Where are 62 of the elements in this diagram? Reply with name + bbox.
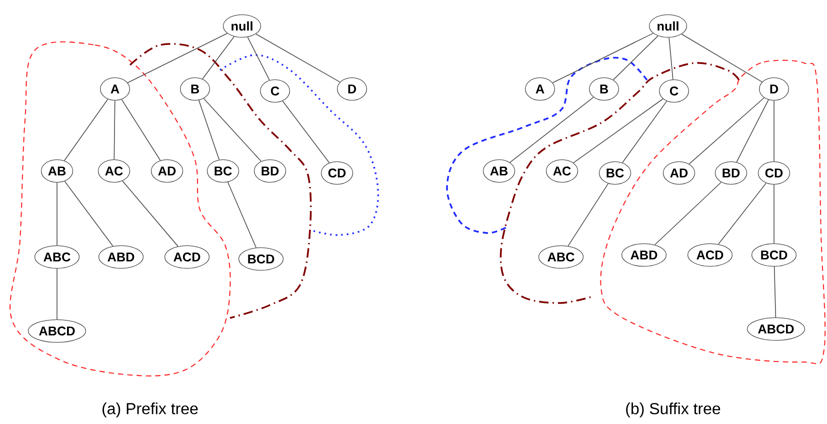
tree-node: AD [150, 159, 184, 183]
tree-edge [203, 98, 262, 162]
tree-node: AB [482, 159, 516, 183]
tree-node: AD [662, 161, 696, 185]
tree-node: AC [546, 159, 578, 183]
tree-node: A [100, 77, 130, 101]
tree-node: BCD [238, 247, 284, 271]
tree-node: D [337, 77, 367, 101]
tree-node: B [180, 77, 210, 101]
tree-node: CD [758, 161, 790, 185]
tree-node: C [659, 79, 689, 103]
tree-edge [681, 34, 762, 82]
tree-edge [510, 96, 594, 163]
subfigure-caption: (a) Prefix tree [102, 402, 198, 418]
tree-node: BC [598, 161, 632, 185]
tree-node: ACD [164, 245, 210, 269]
tree-node: C [260, 79, 290, 103]
tree-edge [122, 180, 178, 247]
tree-edge [573, 98, 664, 164]
tree-node: ABD [98, 245, 144, 269]
tree-edge [247, 36, 270, 81]
tree-node: ABC [34, 245, 80, 269]
tree-node: B [589, 77, 619, 101]
tree-edge [121, 99, 161, 161]
tree-edge [612, 36, 658, 80]
tree-edge [736, 99, 769, 162]
tree-node: ABD [621, 243, 667, 267]
tree-edge [127, 32, 228, 84]
tree-edge [282, 100, 330, 164]
tree-edge [198, 100, 220, 160]
tree-edge [227, 182, 256, 248]
tree-node: ABCD [746, 317, 806, 341]
tree-edge [64, 98, 108, 162]
tree-edge [718, 182, 766, 245]
tree-node: D [759, 77, 789, 101]
tree-edge [56, 182, 58, 246]
tree-node: AC [98, 159, 130, 183]
tree-edge [568, 183, 609, 246]
tree-edge [622, 100, 668, 164]
tree-node: BC [206, 159, 240, 183]
tree-edge [688, 97, 764, 164]
tree-edge [774, 266, 776, 318]
tree-node: ACD [687, 243, 733, 267]
tree-node: A [525, 77, 555, 101]
tree-edge [114, 100, 116, 160]
tree-edge [552, 32, 654, 84]
tree-node: null [648, 14, 688, 38]
tree-node: AB [40, 159, 74, 183]
tree-edge [56, 268, 58, 320]
tree-node: null [222, 14, 262, 38]
tree-node: BD [254, 159, 286, 183]
tree-edge [64, 180, 114, 246]
tree-node: BD [714, 161, 748, 185]
tree-edge [202, 36, 234, 80]
tree-node: ABC [538, 245, 584, 269]
tree-node: BCD [751, 243, 797, 267]
tree-edge [668, 37, 674, 80]
tree-edge [256, 34, 340, 82]
tree-node: CD [320, 161, 354, 185]
subfigure-caption: (b) Suffix tree [626, 402, 720, 418]
tree-node: ABCD [28, 319, 86, 343]
tree-edge [654, 182, 722, 246]
